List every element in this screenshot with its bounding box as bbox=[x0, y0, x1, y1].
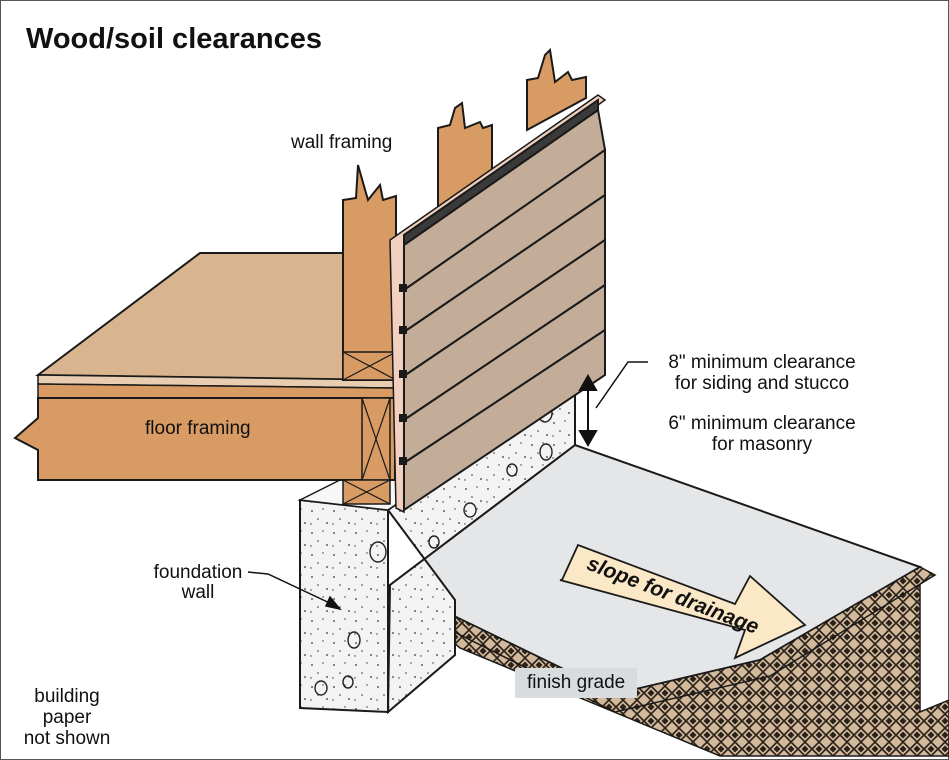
wall-framing-studs bbox=[342, 47, 587, 381]
siding-courses bbox=[399, 98, 607, 512]
clearance-siding-label-line2: for siding and stucco bbox=[674, 373, 850, 394]
clearance-siding-label-line1: 8" minimum clearance bbox=[668, 352, 856, 373]
slope-arrow bbox=[559, 543, 807, 660]
building-paper-note-line2: paper bbox=[42, 707, 92, 728]
clearance-masonry-label-line1: 6" minimum clearance bbox=[668, 413, 856, 434]
diagram-title: Wood/soil clearances bbox=[26, 23, 323, 55]
floor-framing-assembly bbox=[13, 252, 402, 505]
floor-framing-label: floor framing bbox=[145, 418, 251, 439]
clearance-masonry-label-line2: for masonry bbox=[711, 434, 813, 455]
foundation-wall-label-line2: wall bbox=[181, 582, 215, 603]
building-paper-note-line3: not shown bbox=[23, 728, 111, 749]
clearance-dimension-arrow bbox=[578, 361, 648, 448]
finish-grade-label-bg bbox=[515, 668, 637, 698]
leader-lines bbox=[247, 571, 342, 611]
foundation-wall-label-line1: foundation bbox=[153, 562, 243, 583]
building-paper-note-line1: building bbox=[34, 686, 100, 707]
finish-grade-label: finish grade bbox=[527, 672, 626, 693]
wall-framing-label: wall framing bbox=[291, 132, 393, 153]
